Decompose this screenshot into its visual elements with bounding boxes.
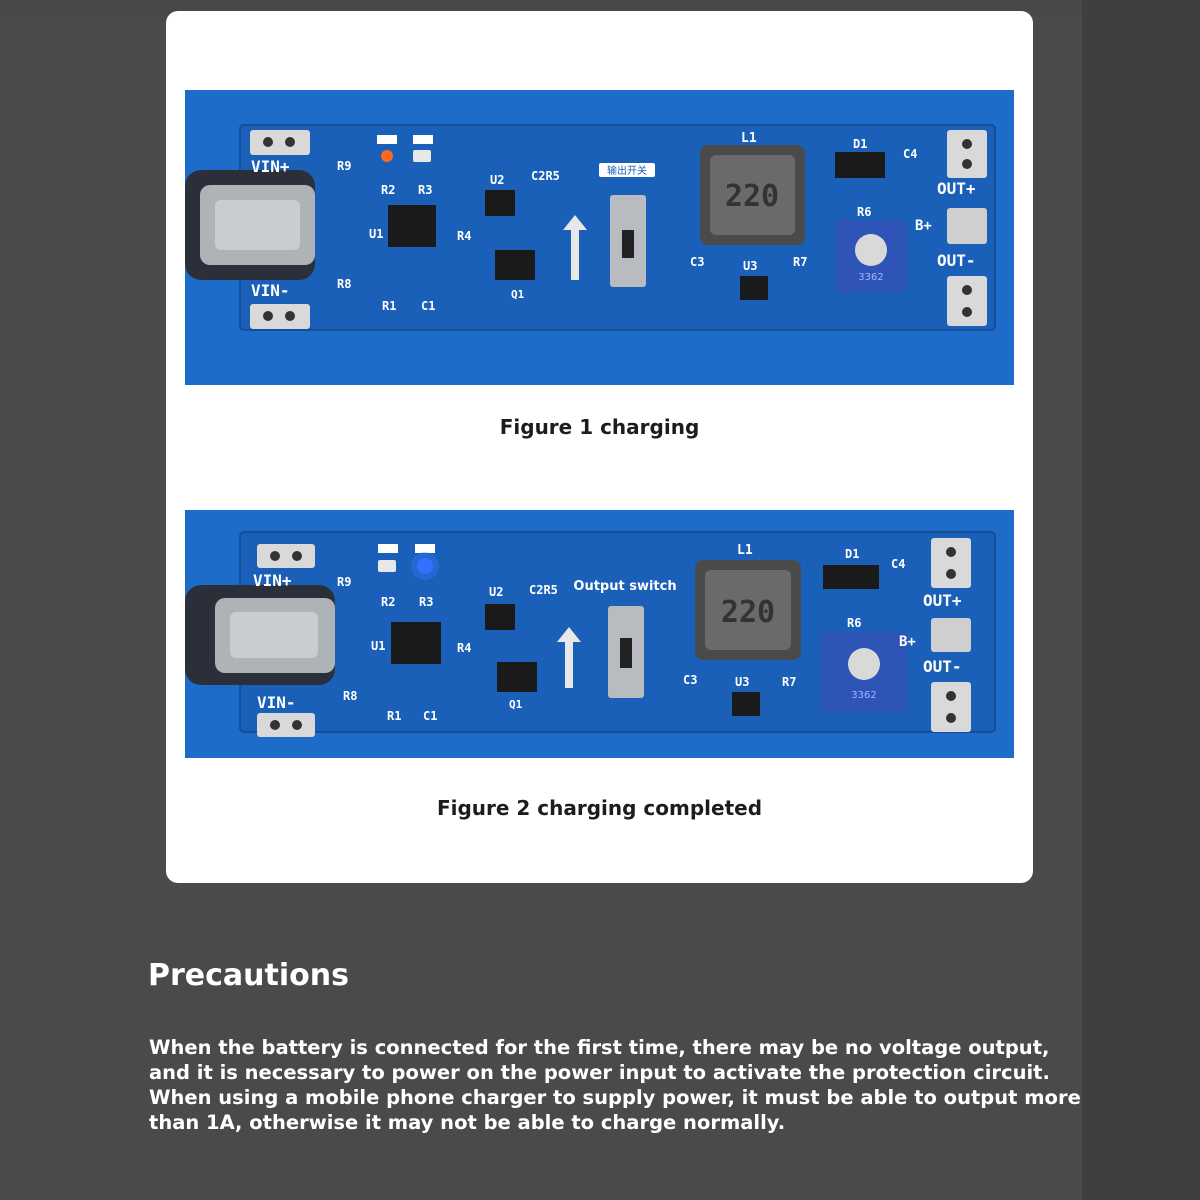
arrow-up-icon: [557, 627, 581, 688]
r9-label: R9: [337, 575, 351, 589]
c2r5-label: C2R5: [531, 169, 560, 183]
r3-label: R3: [418, 183, 432, 197]
output-switch-label: 输出开关: [607, 164, 647, 177]
u3-chip: [740, 276, 768, 300]
c4-label: C4: [903, 147, 917, 161]
q1-chip: [497, 662, 537, 692]
figures-card: VIN+ VIN- R9 R8 R2 R3 U1 R1 C1 U2 C2R5 R…: [166, 11, 1033, 883]
u3-chip: [732, 692, 760, 716]
precaution-line: When using a mobile phone charger to sup…: [149, 1086, 1081, 1109]
d1-label: D1: [845, 547, 859, 561]
full-led: [417, 558, 433, 574]
b-plus-label: B+: [915, 218, 932, 234]
r9-label: R9: [337, 159, 351, 173]
pcb-board-1: VIN+ VIN- R9 R8 R2 R3 U1 R1 C1 U2 C2R5 R…: [185, 90, 1014, 385]
right-strip: [1082, 0, 1200, 1200]
r2-label: R2: [381, 183, 395, 197]
q1-label: Q1: [509, 698, 523, 711]
l1-label: L1: [741, 131, 757, 146]
figure-2-photo: VIN+ VIN- R9 R8 R2 R3 U1 R1 C1 U2 C2R5 R…: [185, 510, 1014, 758]
r3-label: R3: [419, 595, 433, 609]
inductor-value: 220: [721, 595, 775, 630]
q1-label: Q1: [511, 288, 525, 301]
r7-label: R7: [793, 255, 807, 269]
r7-label: R7: [782, 675, 796, 689]
inductor-value: 220: [725, 179, 779, 214]
vin-minus-label: VIN-: [251, 281, 290, 300]
r6-label: R6: [857, 205, 871, 219]
q1-chip: [495, 250, 535, 280]
figure-1-caption: Figure 1 charging: [499, 415, 700, 439]
u1-label: U1: [369, 227, 383, 241]
precaution-line: When the battery is connected for the fi…: [149, 1036, 1050, 1059]
d1-label: D1: [853, 137, 867, 151]
out-minus-label: OUT-: [937, 251, 976, 270]
c2r5-label: C2R5: [529, 583, 558, 597]
r1-label: R1: [382, 299, 396, 313]
precautions-heading: Precautions: [148, 958, 349, 993]
u3-label: U3: [743, 259, 757, 273]
u2-chip: [485, 604, 515, 630]
vin-plus-label: VIN+: [253, 571, 292, 590]
top-band: [0, 0, 1082, 14]
r4-label: R4: [457, 229, 471, 243]
r1-label: R1: [387, 709, 401, 723]
arrow-up-icon: [563, 215, 587, 280]
u1-chip: [388, 205, 436, 247]
d1-diode: [823, 565, 879, 589]
precaution-line: than 1A, otherwise it may not be able to…: [149, 1111, 786, 1134]
vin-plus-label: VIN+: [251, 157, 290, 176]
pcb-board-2: VIN+ VIN- R9 R8 R2 R3 U1 R1 C1 U2 C2R5 R…: [185, 510, 1014, 758]
c4-label: C4: [891, 557, 905, 571]
out-minus-label: OUT-: [923, 657, 962, 676]
c3-label: C3: [683, 673, 697, 687]
vin-minus-label: VIN-: [257, 693, 296, 712]
pot-marking: 3362: [858, 272, 883, 283]
precaution-line: and it is necessary to power on the powe…: [149, 1061, 1050, 1084]
figure-2-caption: Figure 2 charging completed: [436, 796, 763, 820]
r2-label: R2: [381, 595, 395, 609]
r8-label: R8: [337, 277, 351, 291]
pot-marking: 3362: [851, 690, 876, 701]
out-plus-label: OUT+: [923, 591, 962, 610]
u2-label: U2: [490, 173, 504, 187]
l1-label: L1: [737, 543, 753, 558]
r8-label: R8: [343, 689, 357, 703]
out-plus-label: OUT+: [937, 179, 976, 198]
c1-label: C1: [421, 299, 435, 313]
c1-label: C1: [423, 709, 437, 723]
r4-label: R4: [457, 641, 471, 655]
u3-label: U3: [735, 675, 749, 689]
charging-led: [381, 150, 393, 162]
b-plus-label: B+: [899, 634, 916, 650]
figure-1-photo: VIN+ VIN- R9 R8 R2 R3 U1 R1 C1 U2 C2R5 R…: [185, 90, 1014, 385]
precautions-text: When the battery is connected for the fi…: [149, 1035, 1081, 1135]
u1-chip: [391, 622, 441, 664]
u1-label: U1: [371, 639, 385, 653]
u2-label: U2: [489, 585, 503, 599]
d1-diode: [835, 152, 885, 178]
r6-label: R6: [847, 616, 861, 630]
c3-label: C3: [690, 255, 704, 269]
output-switch-label: Output switch: [573, 579, 676, 594]
u2-chip: [485, 190, 515, 216]
